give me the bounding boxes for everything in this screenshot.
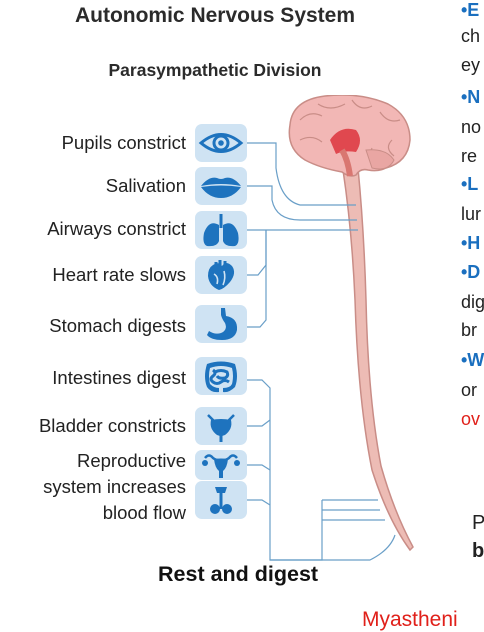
spinal-cord: [342, 167, 414, 552]
side-line: dig: [461, 292, 484, 312]
side-fragment-b: b: [472, 540, 484, 562]
side-line: •H: [461, 233, 481, 253]
side-line: re: [461, 146, 478, 166]
side-line: no: [461, 117, 482, 137]
diagram-title: Autonomic Nervous System: [74, 4, 356, 27]
diagram-subtitle: Parasympathetic Division: [108, 60, 322, 80]
male-reproductive-icon: [195, 481, 247, 519]
label-salivation: Salivation: [105, 175, 186, 196]
label-intestines: Intestines digest: [52, 367, 186, 388]
label-airways: Airways constrict: [47, 218, 186, 239]
eye-icon: [195, 124, 247, 162]
side-fragment-p: P: [472, 512, 484, 534]
stomach-icon: [195, 305, 247, 343]
side-line: ch: [461, 26, 481, 46]
side-line: •E: [461, 0, 480, 20]
side-text-panel: •E ch ey •N no re •L lur •H •D dig br •W…: [455, 0, 484, 627]
lips-icon: [195, 167, 247, 205]
label-heart: Heart rate slows: [52, 264, 186, 285]
intestines-icon: [195, 357, 247, 395]
side-line: br: [461, 320, 478, 340]
side-line: ey: [461, 55, 481, 75]
side-line: •L: [461, 174, 479, 194]
heart-icon: [195, 256, 247, 294]
lungs-icon: [195, 211, 247, 249]
side-line: •N: [461, 87, 481, 107]
brain-and-spinal-cord: [247, 95, 414, 561]
diagram-caption: Rest and digest: [158, 562, 319, 586]
side-line: •D: [461, 262, 481, 282]
label-stomach: Stomach digests: [49, 315, 186, 336]
side-line: lur: [461, 204, 482, 224]
label-reproductive-line-3: blood flow: [102, 502, 186, 523]
label-pupils: Pupils constrict: [61, 132, 186, 153]
female-reproductive-icon: [195, 450, 247, 480]
bladder-icon: [195, 407, 247, 445]
side-line: or: [461, 380, 478, 400]
label-reproductive-line-1: Reproductive: [76, 450, 186, 471]
label-reproductive: Reproductive system increases blood flow: [43, 448, 186, 526]
label-bladder: Bladder constricts: [38, 415, 186, 436]
side-line: •W: [461, 350, 484, 370]
brain: [288, 95, 411, 177]
nerve-lines: [247, 142, 396, 561]
bottom-fragment: Myastheni: [362, 608, 458, 631]
label-reproductive-line-2: system increases: [43, 476, 186, 497]
side-line: ov: [461, 409, 481, 429]
